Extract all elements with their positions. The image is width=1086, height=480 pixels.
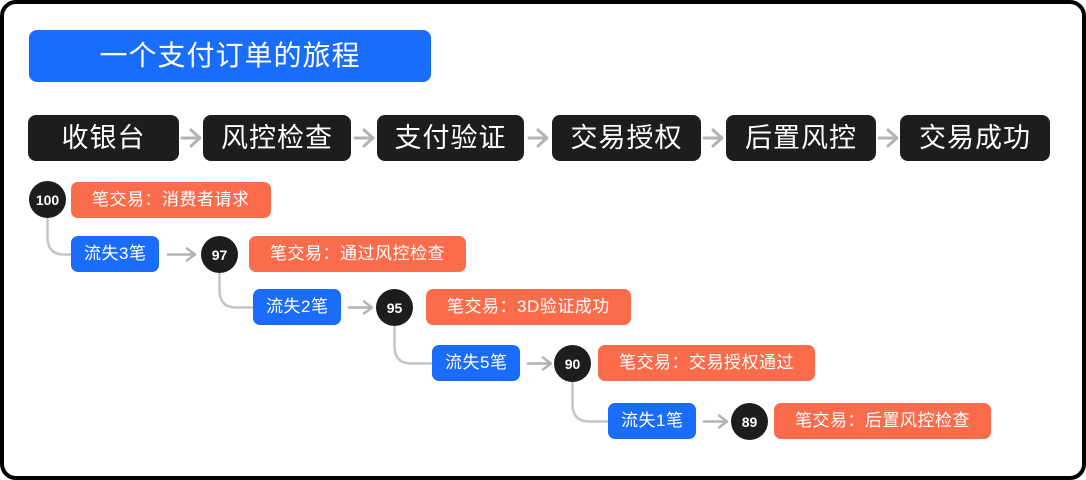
funnel-count-circle: 95 <box>376 289 413 326</box>
arrow-right-icon <box>877 128 899 148</box>
stage-box-checkout: 收银台 <box>28 115 179 161</box>
funnel-count-circle: 97 <box>201 236 238 273</box>
stage-box-success: 交易成功 <box>900 115 1050 161</box>
arrow-right-icon <box>166 247 197 262</box>
funnel-stage-label: 笔交易：交易授权通过 <box>598 345 815 381</box>
arrow-right-icon <box>527 128 549 148</box>
funnel-loss-badge: 流失5笔 <box>432 345 521 381</box>
connector-curve <box>46 217 73 256</box>
arrow-right-icon <box>180 128 202 148</box>
funnel-count-circle: 100 <box>29 181 66 218</box>
funnel-stage-label: 笔交易：3D验证成功 <box>426 289 631 325</box>
arrow-right-icon <box>702 414 729 429</box>
funnel-loss-badge: 流失1笔 <box>608 403 697 439</box>
connector-curve <box>218 272 255 309</box>
arrow-right-icon <box>353 128 375 148</box>
diagram-title: 一个支付订单的旅程 <box>29 30 431 82</box>
stage-box-risk-check: 风控检查 <box>203 115 351 161</box>
funnel-count-circle: 90 <box>554 345 591 382</box>
funnel-stage-label: 笔交易：消费者请求 <box>71 182 271 218</box>
funnel-loss-badge: 流失3笔 <box>71 236 160 272</box>
stage-box-post-risk: 后置风控 <box>726 115 876 161</box>
funnel-stage-label: 笔交易：后置风控检查 <box>774 403 991 439</box>
funnel-stage-label: 笔交易：通过风控检查 <box>249 236 466 272</box>
stage-box-payment-verify: 支付验证 <box>377 115 524 161</box>
arrow-right-icon <box>347 300 374 315</box>
connector-curve <box>393 325 434 365</box>
funnel-loss-badge: 流失2笔 <box>253 289 342 325</box>
arrow-right-icon <box>526 356 553 371</box>
funnel-count-circle: 89 <box>731 403 768 440</box>
arrow-right-icon <box>702 128 724 148</box>
stage-box-authorization: 交易授权 <box>552 115 701 161</box>
connector-curve <box>571 381 610 423</box>
